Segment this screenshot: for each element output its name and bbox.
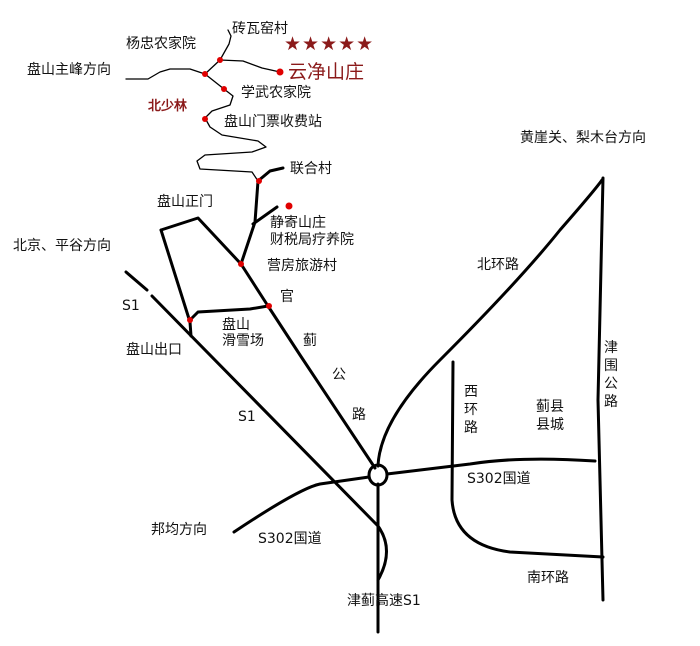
label-ski-1: 盘山 (222, 317, 250, 333)
label-lu: 路 (352, 407, 366, 423)
label-yingfang: 营房旅游村 (267, 258, 337, 274)
label-nanhuan: 南环路 (527, 570, 569, 586)
label-zhuanwayao: 砖瓦窑村 (232, 21, 288, 37)
road-s302-west (232, 475, 371, 534)
label-xihuan: 西环路 (464, 384, 478, 436)
marker-yingfang (238, 261, 244, 267)
marker-yangzhong (202, 71, 208, 77)
label-beijing: 北京、平谷方向 (13, 238, 111, 254)
label-s1-mid: S1 (238, 409, 256, 425)
marker-ticket (202, 116, 208, 122)
expressway-s1-top (124, 270, 149, 292)
road-xihuan (450, 360, 605, 559)
label-s1-top: S1 (122, 298, 140, 314)
marker-zhuanwayao-junction (217, 57, 223, 63)
marker-ski (187, 317, 193, 323)
label-guan: 官 (280, 289, 294, 305)
roundabout (367, 463, 389, 487)
label-zhengmen: 盘山正门 (157, 194, 213, 210)
label-gong: 公 (332, 367, 346, 383)
road-zhengmen (159, 216, 270, 308)
road-to-zhuanwayao (204, 29, 232, 75)
label-ji: 蓟 (303, 333, 317, 349)
mountain-road (196, 73, 267, 182)
label-exit: 盘山出口 (126, 342, 182, 358)
destination-title: 云净山庄 (288, 61, 365, 83)
label-beihuan: 北环路 (477, 257, 519, 273)
marker-jingji (285, 202, 293, 210)
label-jingji: 静寄山庄 (270, 215, 326, 231)
road-to-yunjing (219, 59, 281, 73)
marker-yunjing (276, 68, 284, 76)
label-xuewu: 学武农家院 (241, 85, 311, 101)
label-jinji: 津蓟高速S1 (347, 593, 421, 609)
road-jinwei (596, 176, 605, 602)
marker-guan (266, 303, 272, 309)
label-ticket-station: 盘山门票收费站 (224, 114, 322, 130)
road-to-panshan-peak (125, 68, 206, 80)
label-s302-right: S302国道 (467, 471, 531, 487)
road-to-jingji (251, 205, 279, 226)
marker-xuewu (221, 86, 227, 92)
road-s302-east (385, 457, 597, 476)
label-bangjun: 邦均方向 (151, 522, 207, 538)
road-jigong (266, 304, 377, 470)
marker-lianhe (256, 178, 262, 184)
label-caishui: 财税局疗养院 (270, 232, 354, 248)
label-jixian-1: 蓟县 (536, 399, 564, 415)
label-huangya: 黄崖关、梨木台方向 (520, 130, 646, 146)
label-ski-2: 滑雪场 (222, 333, 264, 349)
label-yangzhong: 杨忠农家院 (126, 36, 196, 52)
label-s302-left: S302国道 (258, 531, 322, 547)
label-lianhe: 联合村 (290, 161, 332, 177)
label-jixian-2: 县城 (536, 417, 564, 433)
road-beihuan (376, 178, 604, 468)
road-to-ski (188, 304, 270, 322)
label-jinwei: 津围公路 (604, 340, 618, 410)
rating-stars: ★★★★★ (284, 33, 375, 55)
label-beishaolin: 北少林 (148, 99, 188, 114)
road-to-lianhe (256, 166, 285, 183)
label-panshan-peak: 盘山主峰方向 (27, 62, 111, 78)
